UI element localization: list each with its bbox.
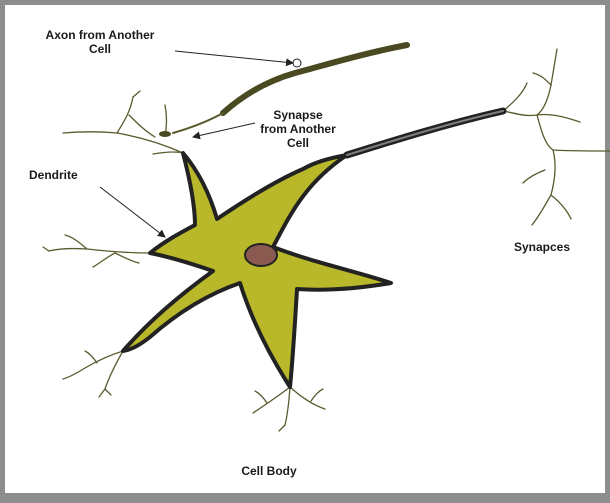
synapse-knob bbox=[159, 131, 171, 137]
neuron-diagram: Axon from Another Cell Synapse from Anot… bbox=[5, 5, 610, 503]
label-synapse-line1: Synapse bbox=[273, 108, 323, 122]
axon-pointer-arrow bbox=[175, 51, 293, 63]
label-synapse-line3: Cell bbox=[287, 136, 309, 150]
label-axon-from-another-cell-line1: Axon from Another bbox=[46, 28, 155, 42]
label-dendrite: Dendrite bbox=[29, 168, 78, 182]
nucleus bbox=[245, 244, 277, 266]
label-synapses: Synapces bbox=[514, 240, 570, 254]
label-synapse-line2: from Another bbox=[260, 122, 336, 136]
incoming-axon bbox=[223, 45, 407, 113]
label-cell-body: Cell Body bbox=[241, 464, 297, 478]
cell-body-shape bbox=[123, 153, 391, 387]
incoming-axon-tail bbox=[173, 113, 223, 133]
label-axon-from-another-cell-line2: Cell bbox=[89, 42, 111, 56]
axon-marker bbox=[293, 59, 301, 67]
dendrite-pointer-arrow bbox=[100, 187, 165, 237]
synapse-pointer-arrow bbox=[193, 123, 255, 137]
